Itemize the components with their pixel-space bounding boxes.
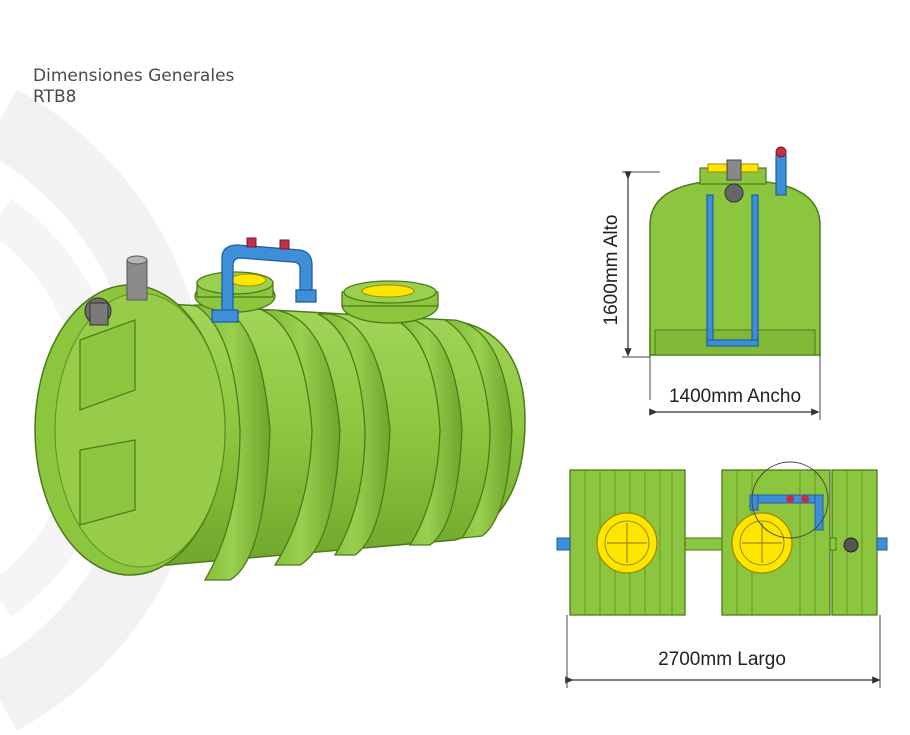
title-text: Dimensiones Generales [33, 66, 235, 86]
tank-top-view: 2700mm Largo [556, 461, 888, 688]
height-label: 1600mm Alto [601, 215, 622, 326]
tank-3d-view [34, 237, 526, 581]
length-label: 2700mm Largo [658, 649, 786, 670]
model-text: RTB8 [33, 87, 77, 107]
width-label: 1400mm Ancho [669, 386, 801, 407]
detail-circle [751, 461, 829, 539]
page-title: Dimensiones Generales RTB8 [33, 66, 234, 108]
tank-front-view: 1600mm Alto 1400mm Ancho [601, 146, 821, 420]
